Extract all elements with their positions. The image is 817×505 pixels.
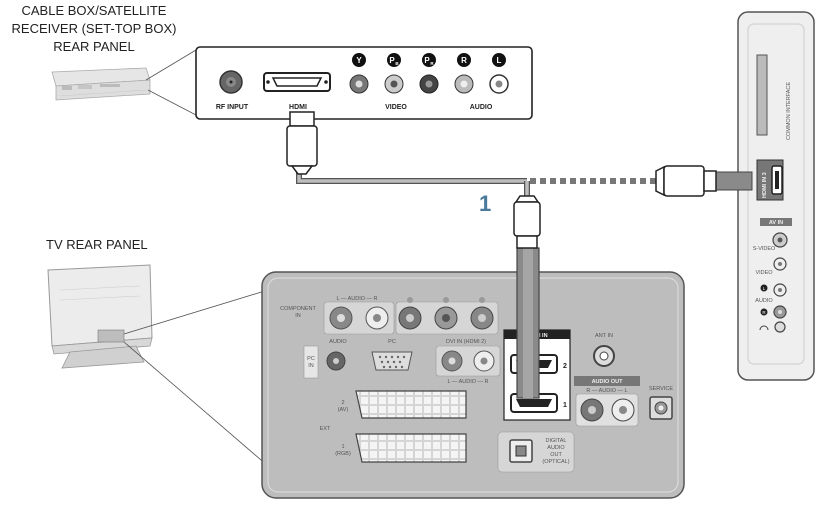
- source-caption: CABLE BOX/SATELLITE RECEIVER (SET-TOP BO…: [12, 3, 177, 54]
- ext-scart-section: EXT 2 (AV) 1 (RGB): [320, 390, 467, 463]
- zoom-line: [145, 49, 197, 81]
- pc-in-section: PC IN AUDIO PC: [303, 339, 413, 379]
- svg-text:P: P: [389, 56, 395, 65]
- svg-text:R: R: [762, 310, 766, 315]
- svg-text:IN: IN: [295, 313, 301, 319]
- svg-text:PC: PC: [307, 356, 315, 362]
- svg-text:AUDIO: AUDIO: [755, 298, 773, 304]
- side-hdmi-in-3-label: HDMI IN 3: [762, 172, 768, 198]
- dvi-in-section: DVI IN (HDMI 2) L — AUDIO — R: [435, 339, 501, 385]
- tv-illustration: [47, 264, 153, 369]
- jack-pr: P R: [419, 53, 439, 94]
- svg-text:AUDIO: AUDIO: [329, 339, 347, 345]
- jack-audio-r: R: [454, 53, 474, 94]
- svg-text:(OPTICAL): (OPTICAL): [542, 459, 569, 465]
- zoom-line: [147, 89, 197, 116]
- source-caption-line-2: RECEIVER (SET-TOP BOX): [12, 21, 177, 36]
- svg-text:B: B: [395, 61, 399, 66]
- tv-caption: TV REAR PANEL: [46, 237, 148, 252]
- audio-label: AUDIO: [470, 104, 493, 111]
- svg-text:AV IN: AV IN: [769, 220, 783, 226]
- tv-side-panel: COMMON INTERFACE HDMI IN 3 AV IN S-VIDEO…: [737, 11, 815, 381]
- jack-y: Y: [349, 53, 369, 94]
- jack-audio-l: L: [489, 53, 509, 94]
- zoom-line: [123, 341, 269, 467]
- source-caption-line-3: REAR PANEL: [53, 39, 134, 54]
- svg-text:R: R: [430, 61, 434, 66]
- set-top-box-illustration: [51, 67, 151, 101]
- svg-text:R: R: [461, 56, 467, 65]
- digital-audio-out-section: DIGITAL AUDIO OUT (OPTICAL): [497, 431, 575, 473]
- svg-text:AUDIO OUT: AUDIO OUT: [592, 379, 624, 385]
- component-in-section: COMPONENT IN L — AUDIO — R: [280, 296, 499, 335]
- hdmi-label: HDMI: [289, 104, 307, 111]
- hdmi-connector-tv: [513, 195, 541, 249]
- hdmi-connector-side: [655, 165, 717, 197]
- svg-text:(AV): (AV): [338, 407, 349, 413]
- jack-pb: P B: [384, 53, 404, 94]
- ant-in-section: ANT IN: [593, 333, 615, 367]
- common-interface-label: COMMON INTERFACE: [786, 82, 792, 140]
- video-label: VIDEO: [385, 104, 407, 111]
- svg-text:Y: Y: [356, 56, 362, 65]
- audio-out-section: AUDIO OUT R — AUDIO — L: [574, 376, 640, 427]
- svg-text:OUT: OUT: [550, 452, 562, 458]
- headphone-jack: [774, 321, 786, 333]
- svg-text:2: 2: [341, 400, 344, 406]
- svg-text:L: L: [497, 56, 502, 65]
- headphone-icon: [759, 325, 769, 331]
- source-rear-panel: RF INPUT HDMI Y P B P R R: [195, 46, 533, 120]
- svg-text:1: 1: [341, 444, 344, 450]
- svg-text:2: 2: [563, 363, 567, 370]
- svg-text:SERVICE: SERVICE: [649, 386, 673, 392]
- tv-rear-panel: COMPONENT IN L — AUDIO — R PC IN AUDIO: [261, 271, 685, 499]
- svg-text:VIDEO: VIDEO: [755, 270, 773, 276]
- step-number: 1: [479, 191, 491, 216]
- svg-text:L — AUDIO — R: L — AUDIO — R: [336, 296, 377, 302]
- rf-input-label: RF INPUT: [216, 104, 249, 111]
- source-caption-line-1: CABLE BOX/SATELLITE: [22, 3, 167, 18]
- svg-text:(RGB): (RGB): [335, 451, 351, 457]
- svg-text:ANT IN: ANT IN: [595, 333, 613, 339]
- svg-text:P: P: [424, 56, 430, 65]
- svg-text:L — AUDIO — R: L — AUDIO — R: [447, 379, 488, 385]
- svg-text:PC: PC: [388, 339, 396, 345]
- zoom-line: [123, 289, 269, 335]
- svg-text:S-VIDEO: S-VIDEO: [753, 246, 776, 252]
- common-interface-slot: [756, 54, 768, 136]
- svg-text:EXT: EXT: [320, 426, 331, 432]
- hdmi-connector-source: [286, 111, 318, 175]
- svg-text:IN: IN: [308, 363, 314, 369]
- svg-text:COMPONENT: COMPONENT: [280, 306, 316, 312]
- svg-text:AUDIO: AUDIO: [547, 445, 565, 451]
- svg-text:L: L: [763, 286, 766, 291]
- service-section: SERVICE: [649, 386, 673, 420]
- svg-text:R — AUDIO — L: R — AUDIO — L: [586, 388, 627, 394]
- svg-text:DVI IN (HDMI 2): DVI IN (HDMI 2): [446, 339, 486, 345]
- svg-text:DIGITAL: DIGITAL: [546, 438, 567, 444]
- svg-text:1: 1: [563, 402, 567, 409]
